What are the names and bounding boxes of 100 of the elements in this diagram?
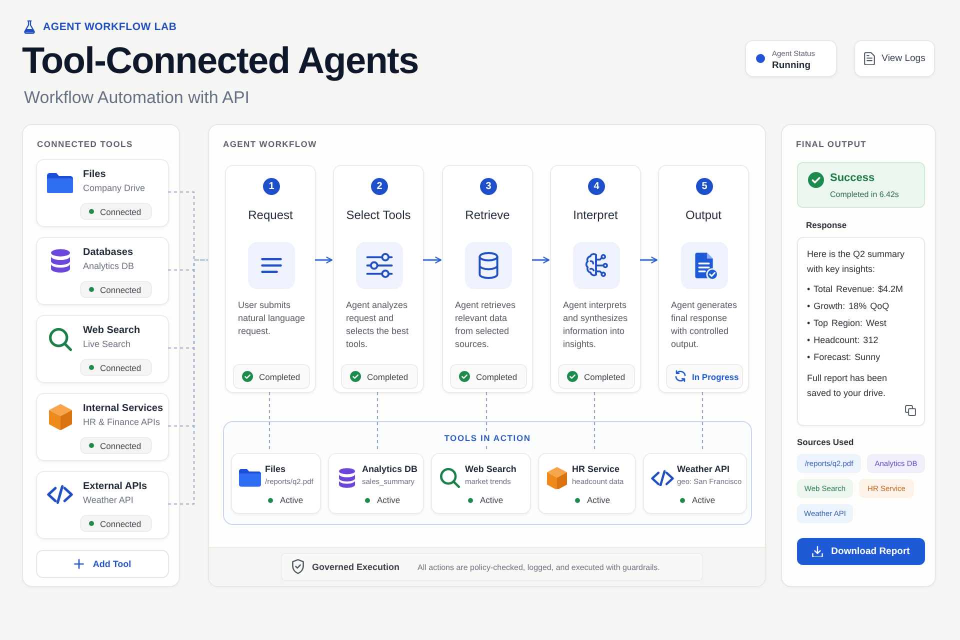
active-tool-card — [431, 453, 531, 514]
view-logs-button: View Logs — [854, 40, 935, 77]
response-text: Full report has been saved to your drive. — [807, 372, 888, 400]
tool-card — [36, 393, 169, 461]
tool-name: Databases — [83, 247, 134, 258]
tool-detail: Live Search — [83, 339, 131, 349]
overline-text: AGENT WORKFLOW LAB — [43, 21, 177, 34]
dashed-connector — [486, 392, 488, 451]
page-title: Tool-Connected Agents — [22, 39, 418, 83]
arrow — [315, 256, 333, 264]
active-tool-card — [643, 453, 747, 514]
tools-in-action-panel — [223, 421, 752, 525]
status-text: Connected — [100, 206, 142, 216]
bullet-item: • Headcount: 312 — [807, 334, 880, 347]
status-text: Completed — [584, 372, 626, 382]
success-banner — [797, 162, 925, 208]
step-number: 4 — [588, 178, 605, 195]
status-text: Active — [280, 495, 304, 505]
bullet-item: • Forecast: Sunny — [807, 351, 882, 364]
step-description: Agent interprets and synthesizes information into insights. — [563, 299, 629, 351]
output-panel — [781, 124, 936, 587]
active-tool-card — [231, 453, 321, 514]
tool-card — [36, 471, 169, 539]
tool-name: Files — [83, 169, 106, 180]
step-description: Agent generates final response with controlled output. — [671, 299, 738, 351]
section-heading: FINAL OUTPUT — [796, 139, 867, 149]
step-card — [225, 165, 316, 393]
tool-detail: Weather API — [83, 495, 134, 505]
tool-name: Weather API — [677, 464, 730, 474]
status-text: Active — [377, 495, 400, 505]
active-tool-card — [328, 453, 424, 514]
bullet-item: • Top Region: West — [807, 317, 888, 330]
status-text: In Progress — [692, 372, 739, 382]
tool-name: Analytics DB — [362, 464, 418, 474]
status-card — [745, 40, 837, 77]
tool-detail: HR & Finance APIs — [83, 417, 160, 427]
status-text: Completed — [259, 372, 300, 382]
workflow-panel — [208, 124, 766, 587]
status-text: Completed — [476, 372, 518, 382]
tool-name: Internal Services — [83, 403, 164, 414]
status-text: Connected — [100, 518, 142, 528]
arrow — [532, 256, 550, 264]
info-text: All actions are policy-checked, logged, and executed with guardrails. — [418, 562, 660, 572]
dashed-connector — [376, 392, 378, 451]
status-text: Active — [692, 495, 716, 505]
tool-name: External APIs — [83, 481, 148, 492]
step-title: Interpret — [572, 208, 619, 222]
step-title: Retrieve — [464, 208, 511, 222]
step-number: 3 — [480, 178, 497, 195]
info-title: Governed Execution — [312, 562, 400, 572]
dashed-connector — [702, 392, 704, 451]
arrow — [640, 256, 658, 264]
add-tool-button: Add Tool — [36, 550, 169, 578]
dashed-connector — [268, 392, 270, 451]
step-title: Request — [247, 208, 294, 222]
status-text: Active — [587, 495, 610, 505]
step-number: 1 — [263, 178, 280, 195]
bullet-item: • Growth: 18% QoQ — [807, 300, 890, 313]
bullet-item: • Total Revenue: $4.2M — [807, 283, 904, 296]
tool-card — [36, 315, 169, 383]
tool-detail: Company Drive — [83, 183, 146, 193]
status-text: Connected — [100, 362, 142, 372]
status-value: Running — [772, 60, 811, 71]
step-description: User submits natural language request. — [238, 299, 306, 338]
section-heading: Response — [806, 220, 847, 230]
step-card — [333, 165, 424, 393]
section-heading: Sources Used — [797, 437, 854, 447]
success-title: Success — [830, 172, 875, 184]
step-card — [442, 165, 533, 393]
tool-name: Web Search — [465, 464, 516, 474]
dashed-connector — [594, 392, 596, 451]
tool-card — [36, 159, 169, 227]
success-detail: Completed in 6.42s — [830, 190, 899, 199]
tool-name: Files — [265, 464, 286, 474]
status-text: Active — [480, 495, 504, 505]
info-bar — [281, 553, 703, 581]
dashed-connector — [168, 259, 208, 505]
arrow — [423, 256, 442, 264]
section-heading: AGENT WORKFLOW — [223, 139, 317, 149]
status-text: Completed — [367, 372, 408, 382]
step-card — [550, 165, 641, 393]
download-button: Download Report — [797, 538, 925, 565]
tool-name: HR Service — [572, 464, 620, 474]
status-text: Connected — [100, 440, 142, 450]
dashed-connector — [168, 191, 208, 261]
tool-name: Web Search — [83, 325, 140, 336]
status-text: Connected — [100, 284, 142, 294]
response-panel — [797, 237, 925, 426]
section-heading: CONNECTED TOOLS — [37, 139, 133, 149]
step-card — [658, 165, 749, 393]
step-title: Select Tools — [345, 208, 412, 222]
tool-card — [36, 237, 169, 305]
step-number: 5 — [696, 178, 713, 195]
step-description: Agent analyzes request and selects the best tools. — [346, 299, 410, 351]
step-number: 2 — [371, 178, 388, 195]
step-title: Output — [684, 208, 723, 222]
active-tool-card — [538, 453, 636, 514]
tools-panel — [22, 124, 180, 587]
response-text: Here is the Q2 summary with key insights: — [807, 248, 906, 276]
step-description: Agent retrieves relevant data from selected sources. — [455, 299, 517, 351]
